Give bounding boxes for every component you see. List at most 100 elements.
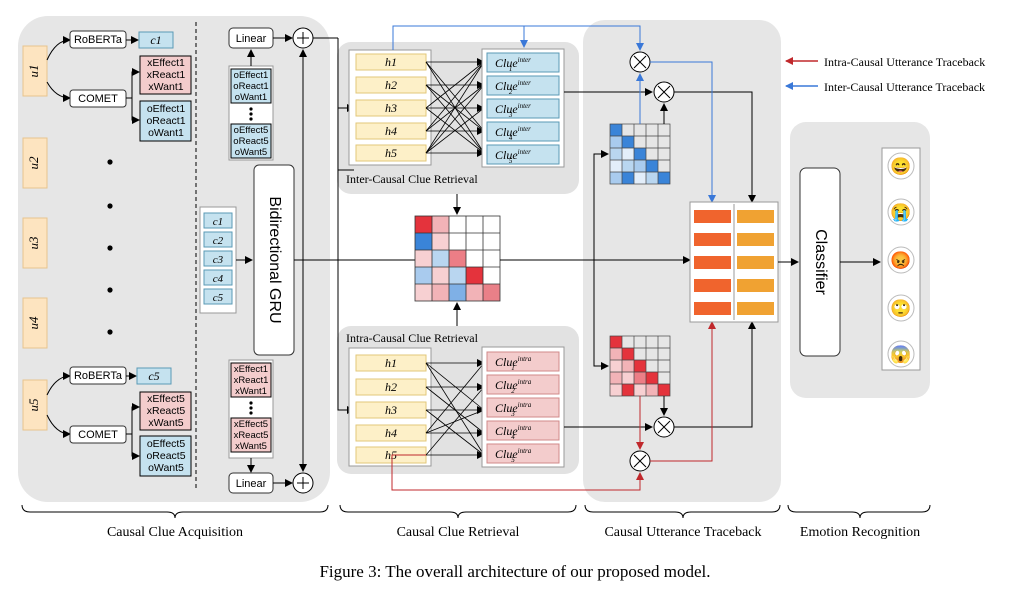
svg-text:oWant5: oWant5 bbox=[235, 147, 267, 158]
c5-bottom bbox=[136, 367, 172, 385]
architecture-diagram: u1 u2 u3 u4 u5 RoBERTa c1 COMET xEffect1… bbox=[18, 16, 985, 540]
svg-text:xReact5: xReact5 bbox=[234, 430, 269, 441]
svg-text:c1: c1 bbox=[213, 216, 223, 228]
svg-text:xReact1: xReact1 bbox=[147, 69, 186, 81]
svg-text:oReact5: oReact5 bbox=[146, 450, 185, 462]
utterance-u4: u4 bbox=[22, 297, 48, 349]
svg-text:c2: c2 bbox=[213, 235, 224, 247]
svg-text:c3: c3 bbox=[213, 254, 224, 266]
svg-text:xEffect1: xEffect1 bbox=[147, 57, 185, 69]
svg-text:oReact1: oReact1 bbox=[233, 81, 268, 92]
svg-text:c5: c5 bbox=[213, 292, 224, 304]
svg-text:RoBERTa: RoBERTa bbox=[74, 370, 123, 382]
emotion-icons: 😄 😭 😡 🙄 😱 bbox=[887, 152, 915, 368]
intra-retrieval-title: Intra-Causal Clue Retrieval bbox=[346, 331, 479, 345]
ellipsis-dots bbox=[107, 159, 113, 335]
svg-text:oEffect5: oEffect5 bbox=[147, 438, 185, 450]
svg-text:c1: c1 bbox=[150, 33, 161, 47]
inter-h-column: h1 h2 h3 h4 h5 bbox=[348, 49, 432, 166]
eye-roll-icon: 🙄 bbox=[890, 299, 911, 318]
crying-icon: 😭 bbox=[890, 203, 911, 222]
svg-text:h4: h4 bbox=[385, 124, 397, 138]
fear-icon: 😱 bbox=[890, 345, 911, 365]
svg-text:xWant5: xWant5 bbox=[235, 441, 267, 452]
legend: Intra-Causal Utterance Traceback Inter-C… bbox=[785, 55, 985, 94]
svg-text:oWant5: oWant5 bbox=[148, 462, 184, 474]
o-attrs-top bbox=[139, 100, 192, 142]
angry-icon: 😡 bbox=[890, 251, 911, 270]
svg-text:h1: h1 bbox=[385, 55, 397, 69]
svg-text:COMET: COMET bbox=[78, 93, 118, 105]
svg-text:xReact1: xReact1 bbox=[234, 375, 269, 386]
utterance-column: u1 u2 u3 u4 u5 bbox=[22, 45, 48, 431]
svg-text:h5: h5 bbox=[385, 146, 397, 160]
multiply-node-inter-black bbox=[653, 81, 675, 103]
svg-text:xEffect5: xEffect5 bbox=[147, 393, 185, 405]
plus-node-top bbox=[292, 27, 314, 49]
c1-top bbox=[138, 31, 174, 49]
svg-text:h2: h2 bbox=[385, 380, 397, 394]
svg-text:xEffect5: xEffect5 bbox=[234, 419, 268, 430]
svg-text:h3: h3 bbox=[385, 101, 397, 115]
svg-text:Intra-Causal Utterance Traceba: Intra-Causal Utterance Traceback bbox=[824, 55, 985, 69]
svg-text:h5: h5 bbox=[385, 448, 397, 462]
multiply-node-inter-blue bbox=[629, 51, 651, 73]
svg-text:oReact1: oReact1 bbox=[146, 115, 185, 127]
svg-text:u1: u1 bbox=[26, 65, 41, 78]
svg-text:Bidirectional GRU: Bidirectional GRU bbox=[266, 196, 283, 323]
svg-text:xReact5: xReact5 bbox=[147, 405, 186, 417]
svg-text:h1: h1 bbox=[385, 356, 397, 370]
c-items: c1 c2 c3 c4 c5 bbox=[203, 212, 233, 305]
inter-connections bbox=[425, 58, 485, 157]
svg-text:u5: u5 bbox=[26, 398, 41, 412]
svg-text:h3: h3 bbox=[385, 403, 397, 417]
section-label-traceback: Causal Utterance Traceback bbox=[604, 525, 761, 540]
svg-text:Inter-Causal Utterance Traceba: Inter-Causal Utterance Traceback bbox=[824, 80, 985, 94]
center-attention-matrix bbox=[414, 215, 501, 302]
x-attrs-top bbox=[139, 55, 192, 95]
intra-h-column: h1 h2 h3 h4 h5 bbox=[348, 347, 432, 467]
section-label-acquisition: Causal Clue Acquisition bbox=[107, 525, 243, 540]
utterance-u2: u2 bbox=[22, 137, 48, 189]
svg-text:RoBERTa: RoBERTa bbox=[74, 34, 123, 46]
section-braces bbox=[21, 504, 931, 519]
fused-feature-stack bbox=[689, 201, 779, 323]
svg-text:Linear: Linear bbox=[236, 478, 267, 490]
section-label-recognition: Emotion Recognition bbox=[800, 525, 920, 540]
svg-text:oWant1: oWant1 bbox=[148, 127, 184, 139]
svg-text:xEffect1: xEffect1 bbox=[234, 364, 268, 375]
intra-connections bbox=[425, 359, 485, 459]
svg-text:h4: h4 bbox=[385, 426, 397, 440]
svg-text:u2: u2 bbox=[26, 156, 41, 170]
figure-caption: Figure 3: The overall architecture of ou… bbox=[319, 562, 711, 581]
o-attrs-bottom bbox=[139, 435, 192, 477]
utterance-u3: u3 bbox=[22, 217, 48, 269]
svg-text:oEffect1: oEffect1 bbox=[234, 70, 269, 81]
plus-node-bottom bbox=[292, 472, 314, 494]
svg-text:xWant1: xWant1 bbox=[235, 386, 267, 397]
utterance-u5: u5 bbox=[22, 379, 48, 431]
multiply-node-intra-black bbox=[653, 416, 675, 438]
utterance-u1: u1 bbox=[22, 45, 48, 97]
svg-text:Linear: Linear bbox=[236, 33, 267, 45]
svg-text:c4: c4 bbox=[213, 273, 224, 285]
inter-traceback-matrix bbox=[609, 123, 671, 185]
svg-text:oWant1: oWant1 bbox=[235, 92, 267, 103]
svg-text:oEffect1: oEffect1 bbox=[147, 103, 185, 115]
joy-icon: 😄 bbox=[890, 157, 911, 176]
x-attrs-bottom bbox=[139, 391, 192, 431]
svg-text:h2: h2 bbox=[385, 78, 397, 92]
svg-text:u3: u3 bbox=[26, 236, 41, 250]
inter-retrieval-title: Inter-Causal Clue Retrieval bbox=[346, 172, 478, 186]
svg-text:u4: u4 bbox=[26, 316, 41, 330]
